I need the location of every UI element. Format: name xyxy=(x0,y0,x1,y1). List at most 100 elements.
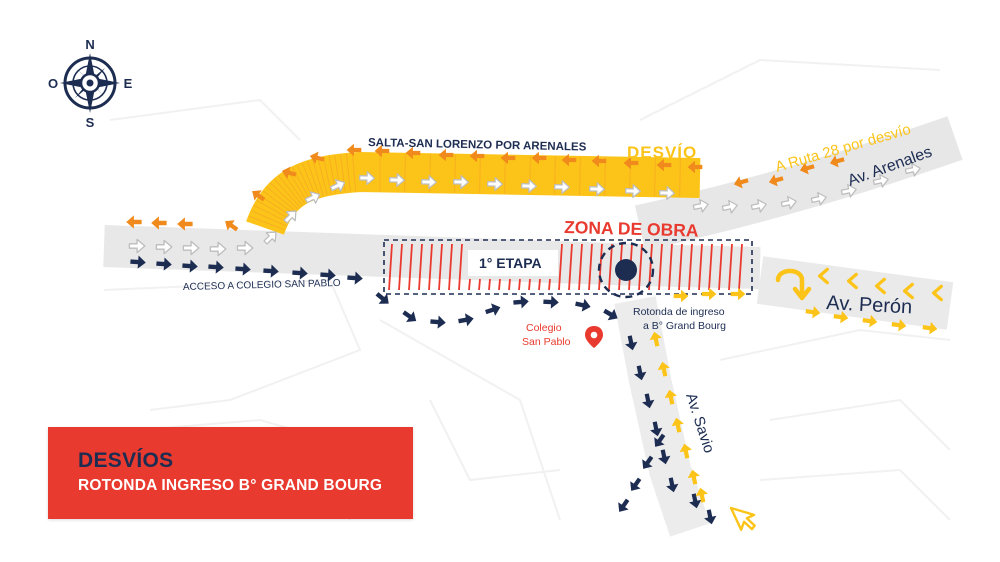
direction-arrow xyxy=(554,180,571,194)
traffic-arrows xyxy=(126,143,943,525)
hatch-line xyxy=(718,243,723,291)
av-peron-label: Av. Perón xyxy=(826,292,913,318)
work-zone-box xyxy=(383,239,753,295)
direction-arrow xyxy=(673,289,689,303)
direction-arrow xyxy=(126,215,142,229)
direction-arrow xyxy=(156,257,172,271)
direction-arrow xyxy=(874,277,886,295)
direction-arrow xyxy=(225,220,239,232)
direction-arrow xyxy=(750,198,767,213)
direction-arrow xyxy=(687,160,703,174)
direction-arrow xyxy=(799,162,815,175)
hatch-line xyxy=(598,243,603,291)
direction-arrow xyxy=(603,308,618,321)
caption-title: DESVÍOS xyxy=(78,449,174,472)
direction-arrow xyxy=(833,310,849,324)
hatch-line xyxy=(488,278,491,291)
lane-stripe xyxy=(352,153,357,192)
hatch-line xyxy=(708,243,713,291)
lane-stripe xyxy=(253,205,289,223)
direction-arrow xyxy=(521,179,538,193)
direction-arrow xyxy=(768,174,784,187)
direction-arrow xyxy=(281,166,297,179)
direction-arrow xyxy=(430,315,446,329)
lane-stripe xyxy=(278,175,303,206)
direction-arrow xyxy=(236,240,254,256)
compass-rose-icon: N S E O xyxy=(48,37,133,130)
direction-arrow xyxy=(292,266,308,280)
direction-arrow xyxy=(309,151,325,164)
av-peron-road xyxy=(756,256,954,330)
direction-arrow xyxy=(252,190,266,202)
hatch-line xyxy=(388,243,393,291)
lane-stripe xyxy=(654,158,656,197)
hatch-line xyxy=(518,278,521,291)
direction-arrow xyxy=(872,173,889,188)
hatch-line xyxy=(528,278,531,291)
lane-stripe xyxy=(256,200,291,220)
direction-arrow xyxy=(589,182,606,196)
u-turn-arrow-icon xyxy=(775,268,812,301)
lane-stripe xyxy=(322,157,332,195)
acceso-colegio-label: ACCESO A COLEGIO SAN PABLO xyxy=(183,278,341,293)
direction-arrow xyxy=(671,417,684,433)
direction-arrow xyxy=(263,231,277,245)
direction-arrow xyxy=(543,295,559,309)
hatch-line xyxy=(738,243,743,291)
direction-arrow xyxy=(208,260,224,274)
hatch-line xyxy=(428,243,433,291)
compass-south: S xyxy=(86,115,95,130)
direction-arrow xyxy=(701,287,717,301)
colegio-label-line2: San Pablo xyxy=(522,336,571,348)
direction-arrow xyxy=(177,217,193,231)
direction-arrow xyxy=(235,262,251,276)
direction-arrow xyxy=(634,365,647,381)
direction-arrow xyxy=(656,158,672,172)
lane-stripe xyxy=(262,190,295,215)
direction-arrow xyxy=(666,477,679,493)
direction-arrow xyxy=(405,146,421,160)
lane-stripe xyxy=(404,153,406,192)
hatch-line xyxy=(478,278,481,291)
etapa-label-bg xyxy=(468,250,558,276)
roundabout-dashed-ring xyxy=(597,241,655,299)
lane-stripe xyxy=(479,155,481,194)
lane-stripe xyxy=(270,182,299,210)
lane-stripe xyxy=(274,178,301,208)
direction-arrow xyxy=(421,175,438,189)
direction-arrow xyxy=(931,284,943,302)
direction-arrow xyxy=(513,295,529,309)
hatch-line xyxy=(468,278,471,291)
direction-arrow xyxy=(659,186,676,200)
direction-arrow xyxy=(389,173,406,187)
direction-arrow xyxy=(689,493,702,509)
direction-arrow xyxy=(304,191,321,204)
direction-arrow xyxy=(591,154,607,168)
direction-arrow xyxy=(810,191,827,206)
hatch-line xyxy=(498,278,501,291)
direction-arrow xyxy=(922,321,938,335)
lane-stripe xyxy=(454,154,456,193)
hatch-line xyxy=(698,243,703,291)
direction-arrow xyxy=(359,171,376,185)
direction-arrow xyxy=(862,314,878,328)
hatch-line xyxy=(548,278,551,291)
work-zone-hatch xyxy=(388,243,743,291)
direction-arrow xyxy=(487,177,504,191)
direction-arrow xyxy=(374,144,390,158)
lane-stripe xyxy=(579,156,581,195)
direction-arrow xyxy=(704,509,717,525)
hatch-line xyxy=(448,243,453,291)
direction-arrow xyxy=(780,195,797,210)
compass-west: O xyxy=(48,76,58,91)
direction-arrow xyxy=(402,310,417,323)
desvio-route-label: SALTA-SAN LORENZO POR ARENALES xyxy=(368,137,587,154)
direction-arrow xyxy=(904,162,921,177)
hatch-line xyxy=(678,243,683,291)
direction-arrow xyxy=(151,216,167,230)
hatch-line xyxy=(558,243,563,291)
lane-stripe xyxy=(266,186,297,212)
direction-arrow xyxy=(687,469,700,485)
